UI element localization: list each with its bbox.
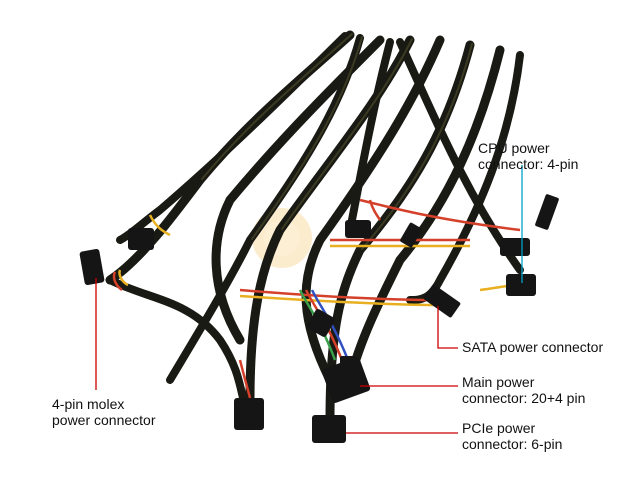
label-cpu-power: CPU power connector: 4-pin	[478, 140, 578, 172]
main-24pin-connector	[321, 357, 371, 403]
leader-lines	[95, 165, 523, 434]
label-pcie-line1: PCIe power	[462, 420, 536, 436]
molex-connector	[79, 248, 105, 286]
label-molex-line1: 4-pin molex	[52, 396, 125, 412]
connectors	[79, 194, 559, 443]
label-cpu-line1: CPU power	[478, 140, 550, 156]
label-molex-line2: power connector	[52, 412, 156, 428]
label-sata-power: SATA power connector	[462, 339, 603, 355]
pcie-connector	[312, 415, 346, 443]
label-sata-line1: SATA power connector	[462, 339, 604, 355]
label-pcie-line2: connector: 6-pin	[462, 436, 563, 452]
label-molex-power: 4-pin molex power connector	[52, 396, 156, 428]
sleeved-cable-bundle	[105, 30, 524, 425]
sata-connector	[423, 284, 461, 318]
label-main-power: Main power connector: 20+4 pin	[462, 374, 585, 406]
label-cpu-line2: connector: 4-pin	[478, 156, 579, 172]
leader-sata	[437, 306, 458, 349]
sata-connector-2	[535, 194, 559, 230]
label-pcie-power: PCIe power connector: 6-pin	[462, 420, 562, 452]
label-main-line1: Main power	[462, 374, 535, 390]
pcie-connector-2	[234, 398, 264, 430]
label-main-line2: connector: 20+4 pin	[462, 390, 586, 406]
cpu-4pin-connector	[506, 274, 536, 296]
molex-connector-2	[128, 228, 154, 250]
watermark-logo	[252, 208, 312, 268]
sleeve-highlights	[201, 33, 473, 250]
